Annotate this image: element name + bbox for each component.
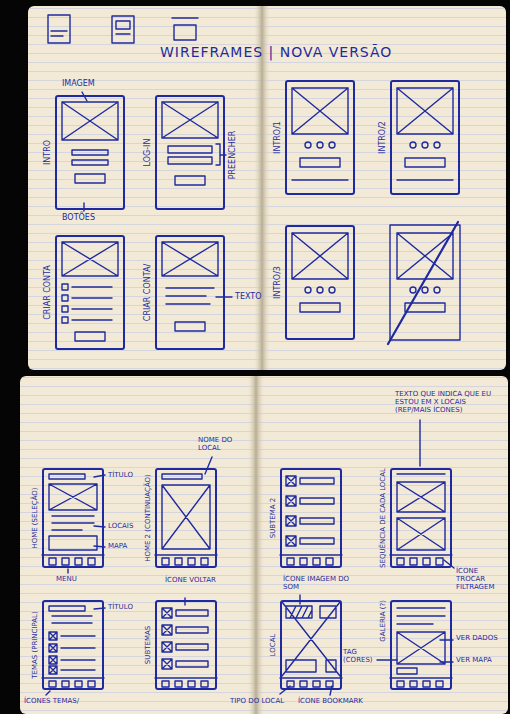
callout-label: TEXTO xyxy=(235,292,265,301)
screen-frame: TEMAS (PRINCIPAL) xyxy=(42,600,104,690)
callout-label: TEXTO QUE INDICA QUE EU ESTOU EM X LOCAI… xyxy=(395,390,503,414)
callout-label: TIPO DO LOCAL xyxy=(230,697,290,705)
callout-label: PREENCHER xyxy=(228,122,237,188)
screen-frame: SUBTEMAS xyxy=(155,600,217,690)
screen-frame: INTRO/1 xyxy=(285,80,355,195)
callout-label: TÍTULO xyxy=(108,471,148,479)
callout-label: ÍCONES TEMAS/ xyxy=(24,697,94,705)
screen-label: HOME 2 (CONTINUAÇÃO) xyxy=(144,468,152,568)
screen-label: INTRO xyxy=(43,95,52,210)
callout-label: ÍCONE TROCAR FILTRAGEM xyxy=(456,567,506,591)
screen-frame: LOCAL xyxy=(280,600,342,690)
screen-frame: INTRO/2 xyxy=(390,80,460,195)
callout-label: MENU xyxy=(56,575,96,583)
callout-label: TÍTULO xyxy=(108,603,148,611)
callout-label: VER DADOS xyxy=(456,634,506,642)
screen-frame: HOME 2 (CONTINUAÇÃO) xyxy=(155,468,217,568)
screen-frame: SUBTEMA 2 xyxy=(280,468,342,568)
callout-label: LOCAIS xyxy=(108,522,148,530)
callout-label: VER MAPA xyxy=(456,656,506,664)
screen-frame: LOG-IN xyxy=(155,95,225,210)
screen-label: INTRO/2 xyxy=(378,80,387,195)
screen-label: INTRO/3 xyxy=(273,225,282,340)
screen-frame: INTRO xyxy=(55,95,125,210)
screen-frame: CRIAR CONTA xyxy=(55,235,125,350)
callout-label: BOTÕES xyxy=(62,213,112,222)
screen-frame: HOME (SELEÇÃO) xyxy=(42,468,104,568)
screen-label: HOME (SELEÇÃO) xyxy=(31,468,39,568)
callout-label: ÍCONE VOLTAR xyxy=(165,576,220,584)
callout-label: ÍCONE BOOKMARK xyxy=(298,697,373,705)
screen-label: SUBTEMA 2 xyxy=(269,468,277,568)
callout-label: NOME DO LOCAL xyxy=(198,436,240,452)
screen-label: SEQUÊNCIA DE CADA LOCAL xyxy=(379,468,387,568)
screen-frame: CRIAR CONTA/ xyxy=(155,235,225,350)
screen-frame: INTRO/3 xyxy=(285,225,355,340)
screen-frame: SEQUÊNCIA DE CADA LOCAL xyxy=(390,468,452,568)
callout-label: IMAGEM xyxy=(62,79,112,88)
screen-label: INTRO/1 xyxy=(273,80,282,195)
callout-label: TAG (CORES) xyxy=(343,648,376,664)
callout-label: MAPA xyxy=(108,542,148,550)
screen-label: LOCAL xyxy=(269,600,277,690)
screen-frame: GALERIA (?) xyxy=(390,600,452,690)
screen-label: CRIAR CONTA/ xyxy=(143,235,152,350)
page-title: WIREFRAMES | NOVA VERSÃO xyxy=(160,44,410,60)
callout-label: ÍCONE IMAGEM DO SOM xyxy=(283,575,353,591)
screen-label: LOG-IN xyxy=(143,95,152,210)
screen-label: TEMAS (PRINCIPAL) xyxy=(31,600,39,690)
screen-label: CRIAR CONTA xyxy=(43,235,52,350)
screen-label: SUBTEMAS xyxy=(144,600,152,690)
screen-label: GALERIA (?) xyxy=(379,600,387,690)
